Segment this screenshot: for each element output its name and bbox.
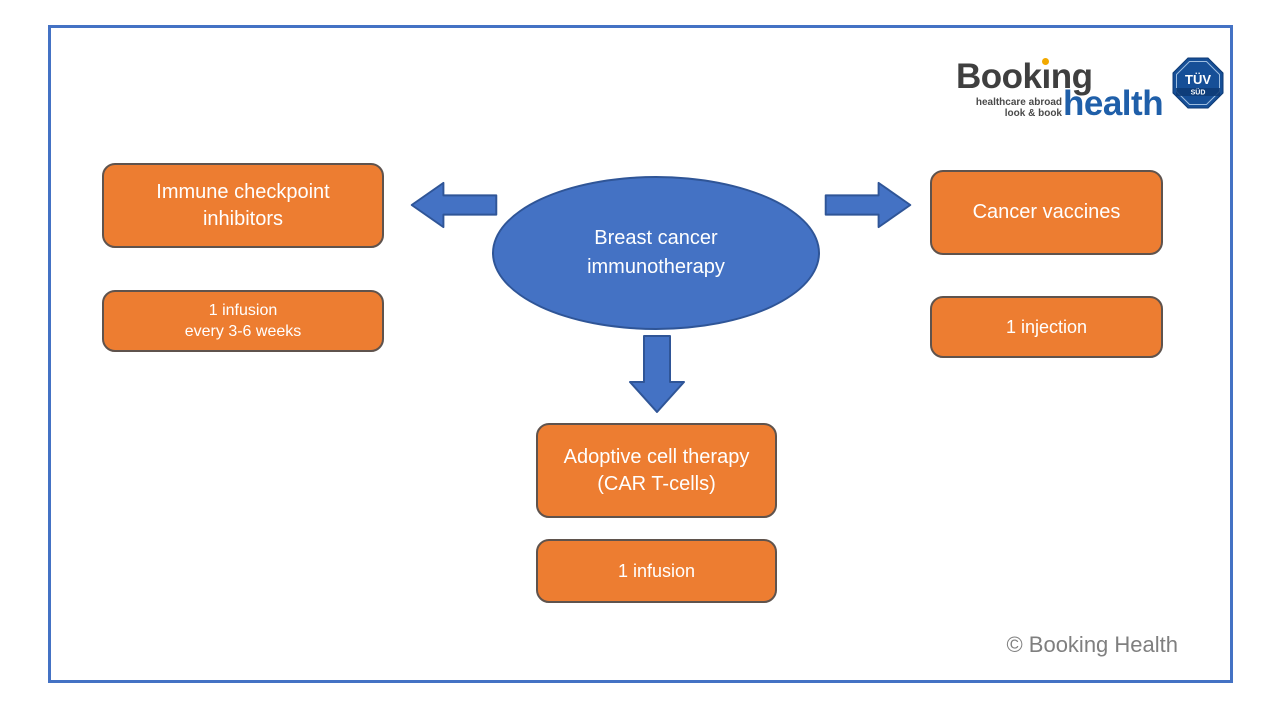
left-title-line1: Immune checkpoint — [156, 180, 330, 203]
node-bottom-dosage: 1 infusion — [536, 539, 777, 603]
logo-booking-part2: ng — [1050, 57, 1093, 96]
center-node-line1: Breast cancer — [594, 227, 718, 249]
arrow-right-icon — [824, 181, 912, 229]
node-immune-checkpoint-inhibitors: Immune checkpoint inhibitors — [102, 163, 384, 248]
bottom-title-line1: Adoptive cell therapy — [563, 445, 750, 468]
logo-wordmark-health: health — [1063, 84, 1164, 123]
right-title-line1: Cancer vaccines — [972, 201, 1121, 223]
logo-booking-i-orange-dot: ı — [1041, 57, 1052, 96]
bottom-detail-line1: 1 infusion — [617, 560, 696, 581]
center-node-line2: immunotherapy — [587, 256, 725, 278]
bottom-title-line2: (CAR T-cells) — [597, 472, 716, 495]
logo-booking-part1: Book — [956, 57, 1042, 96]
node-cancer-vaccines: Cancer vaccines — [930, 170, 1163, 255]
left-detail-line2: every 3-6 weeks — [184, 323, 302, 340]
node-left-dosage: 1 infusion every 3-6 weeks — [102, 290, 384, 352]
logo-tagline-line1: healthcare abroad — [975, 97, 1062, 108]
badge-text-tuv: TÜV — [1185, 72, 1211, 87]
node-right-dosage: 1 injection — [930, 296, 1163, 358]
logo-wordmark-booking: Bookıng — [956, 57, 1093, 97]
right-detail-line1: 1 injection — [1005, 316, 1088, 337]
arrow-down-icon — [629, 335, 685, 413]
booking-health-logo: Bookıng healthcare abroad look & book he… — [956, 57, 1171, 127]
copyright-text: © Booking Health — [1006, 632, 1178, 657]
node-breast-cancer-immunotherapy: Breast cancer immunotherapy — [492, 176, 820, 330]
logo-tagline: healthcare abroad look & book — [956, 97, 1062, 119]
left-title-line2: inhibitors — [202, 207, 284, 230]
left-detail-line1: 1 infusion — [208, 302, 278, 319]
logo-tagline-line2: look & book — [1004, 108, 1062, 119]
node-adoptive-cell-therapy: Adoptive cell therapy (CAR T-cells) — [536, 423, 777, 518]
tuv-sud-badge-icon: TÜV SÜD — [1172, 57, 1224, 109]
badge-text-sud: SÜD — [1191, 88, 1206, 97]
arrow-left-icon — [410, 181, 498, 229]
